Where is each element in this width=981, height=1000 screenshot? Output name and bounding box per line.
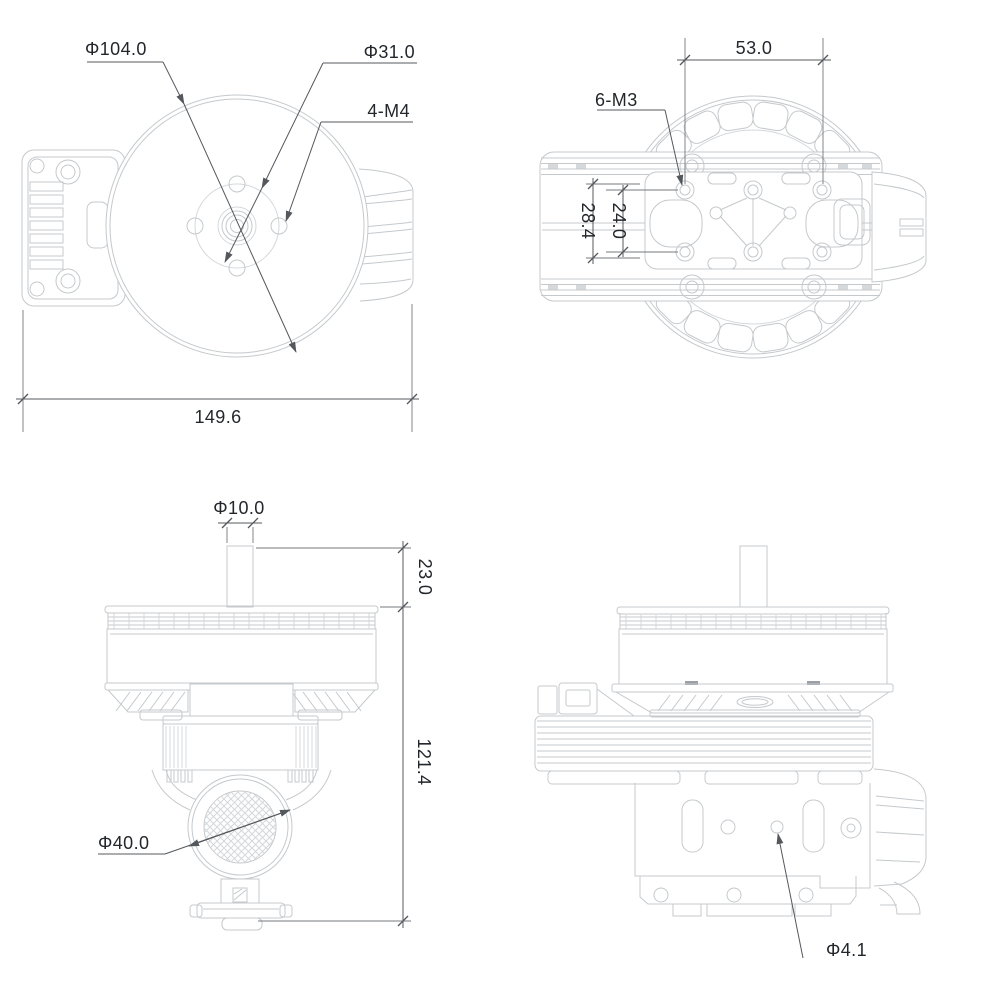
- dim-shaft-diameter: Φ10.0: [213, 498, 264, 543]
- mount-pitch-v-label: 24.0: [609, 203, 629, 240]
- dim-mount-span-v: 28.4: [578, 178, 640, 264]
- mount-span-v-label: 28.4: [578, 203, 598, 240]
- view-top-back: 53.0 6-M3 28.4 24.0: [539, 38, 927, 359]
- gimbal-diameter-label: Φ40.0: [98, 833, 149, 853]
- dim-mount-holes: 6-M3: [595, 90, 684, 186]
- mount-bracket: [644, 171, 871, 270]
- gimbal-heatsink-block: [139, 709, 343, 811]
- arm-clamp-back: [871, 171, 927, 283]
- hole-span-label: 53.0: [736, 38, 773, 58]
- overall-width-label: 149.6: [194, 407, 241, 427]
- mount-holes-label: 6-M3: [595, 90, 638, 110]
- dim-prop-holes: 4-M4: [285, 101, 413, 222]
- dim-shaft-length: 23.0: [256, 541, 435, 614]
- view-side: Φ10.0 23.0 121.4 Φ40.0: [98, 498, 435, 931]
- esc-heatsink: [534, 715, 874, 785]
- gimbal-bell: [187, 774, 293, 931]
- rotor-outline: [105, 94, 369, 358]
- dim-bolt-circle: Φ31.0: [224, 42, 417, 263]
- bracket-hole-label: Φ4.1: [826, 940, 867, 960]
- dim-bracket-hole: Φ4.1: [776, 833, 867, 960]
- mount-bracket-side: [634, 783, 871, 917]
- motor-body: [104, 605, 379, 717]
- shaft-length-label: 23.0: [415, 559, 435, 596]
- dim-overall-width: 149.6: [16, 304, 419, 432]
- dim-hole-span: 53.0: [677, 38, 831, 184]
- prop-holes-label: 4-M4: [367, 101, 410, 121]
- overall-height-label: 121.4: [414, 738, 434, 785]
- arm-clamp-side: [873, 768, 927, 915]
- motor-shaft-2: [739, 545, 768, 608]
- shaft-diameter-label: Φ10.0: [213, 498, 264, 518]
- dim-gimbal-diameter: Φ40.0: [98, 809, 291, 855]
- motor-body-2: [611, 606, 894, 718]
- motor-shaft: [226, 545, 254, 608]
- bolt-circle-label: Φ31.0: [364, 42, 415, 62]
- dim-outer-diameter: Φ104.0: [85, 39, 297, 353]
- motor-connector: [537, 682, 635, 717]
- outer-diameter-label: Φ104.0: [85, 39, 147, 59]
- dim-mount-pitch-v: 24.0: [606, 184, 678, 258]
- view-top-front: Φ104.0 Φ31.0 4-M4 149.6: [16, 39, 419, 432]
- dim-overall-height: 121.4: [258, 607, 434, 928]
- view-side-mount: Φ4.1: [534, 545, 927, 960]
